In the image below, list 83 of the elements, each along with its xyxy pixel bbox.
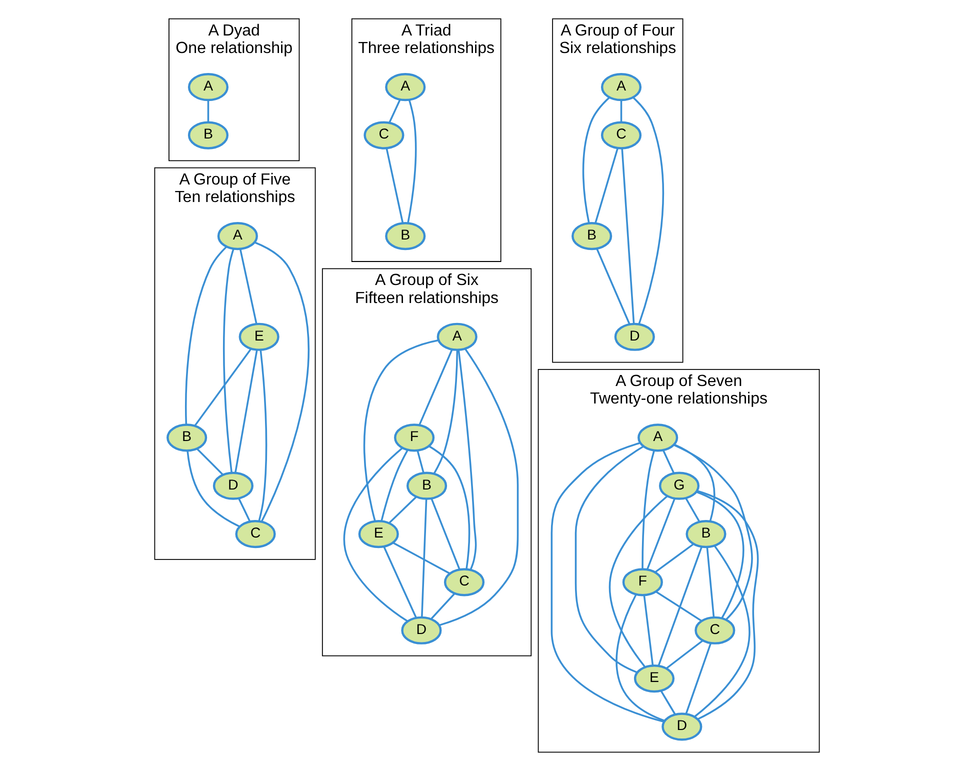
node-ellipse: D — [212, 472, 254, 500]
connector — [239, 248, 258, 324]
connector — [655, 590, 702, 622]
connector — [416, 450, 424, 474]
connector — [388, 496, 417, 524]
connector — [418, 349, 453, 426]
connector — [632, 96, 664, 324]
node-ellipse: F — [622, 568, 663, 596]
connector — [582, 96, 610, 224]
node-ellipse: A — [638, 424, 678, 452]
connector — [222, 248, 234, 474]
connector — [706, 547, 715, 618]
connector — [439, 348, 519, 626]
node-ellipse: C — [694, 616, 736, 644]
connector — [666, 640, 704, 669]
connector — [660, 690, 676, 715]
connector — [238, 498, 251, 522]
connector — [608, 495, 668, 668]
node-ellipse: B — [188, 121, 229, 150]
connector — [421, 498, 428, 618]
connector — [596, 248, 630, 325]
connector — [594, 148, 618, 224]
connector — [363, 339, 439, 522]
connector — [696, 490, 759, 720]
connector — [254, 242, 310, 522]
connector — [620, 100, 622, 122]
connector — [662, 450, 675, 474]
connector — [383, 546, 417, 618]
node-ellipse: A — [600, 73, 642, 102]
connector — [407, 100, 417, 224]
node-ellipse: A — [217, 222, 258, 250]
node-ellipse: B — [385, 222, 426, 250]
node-ellipse: C — [444, 568, 485, 596]
connector — [433, 350, 458, 474]
node-ellipse: B — [572, 222, 612, 250]
connector — [430, 593, 456, 620]
connector — [458, 350, 477, 570]
connector — [386, 148, 404, 224]
node-ellipse: B — [406, 472, 448, 500]
connector — [685, 642, 712, 714]
node-ellipse: C — [235, 520, 276, 548]
connector — [207, 100, 210, 122]
connector — [234, 350, 258, 473]
connector — [388, 99, 401, 124]
node-ellipse: C — [364, 121, 404, 150]
node-ellipse: D — [401, 616, 442, 644]
connector — [642, 450, 656, 570]
connector — [186, 450, 240, 528]
node-ellipse: B — [166, 424, 208, 452]
connector — [380, 450, 408, 522]
node-ellipse: E — [358, 520, 399, 548]
connector — [646, 498, 676, 570]
node-ellipse: B — [686, 520, 726, 548]
connector — [574, 446, 644, 674]
connector — [673, 444, 753, 620]
node-ellipse: F — [394, 424, 435, 452]
connector — [674, 444, 716, 522]
connector — [550, 442, 664, 723]
node-ellipse: E — [238, 322, 280, 351]
node-ellipse: A — [436, 322, 478, 351]
connector — [196, 448, 224, 476]
connector — [694, 545, 750, 718]
node-ellipse: E — [634, 664, 675, 693]
connector — [428, 446, 470, 570]
connector — [258, 350, 268, 522]
node-ellipse: G — [658, 472, 700, 500]
connector — [658, 546, 703, 666]
connector — [343, 447, 408, 622]
connector — [430, 498, 460, 570]
node-ellipse: D — [662, 712, 702, 741]
node-ellipse: D — [614, 322, 655, 351]
connector — [392, 542, 450, 574]
connector — [184, 246, 228, 425]
node-ellipse: A — [385, 73, 426, 102]
connector — [643, 595, 654, 666]
connector — [194, 348, 252, 426]
node-ellipse: A — [188, 73, 229, 102]
connector — [685, 498, 700, 522]
connector — [696, 491, 744, 619]
connector — [654, 543, 694, 573]
node-ellipse: C — [600, 121, 642, 150]
connector — [621, 148, 635, 324]
connector — [616, 594, 666, 722]
